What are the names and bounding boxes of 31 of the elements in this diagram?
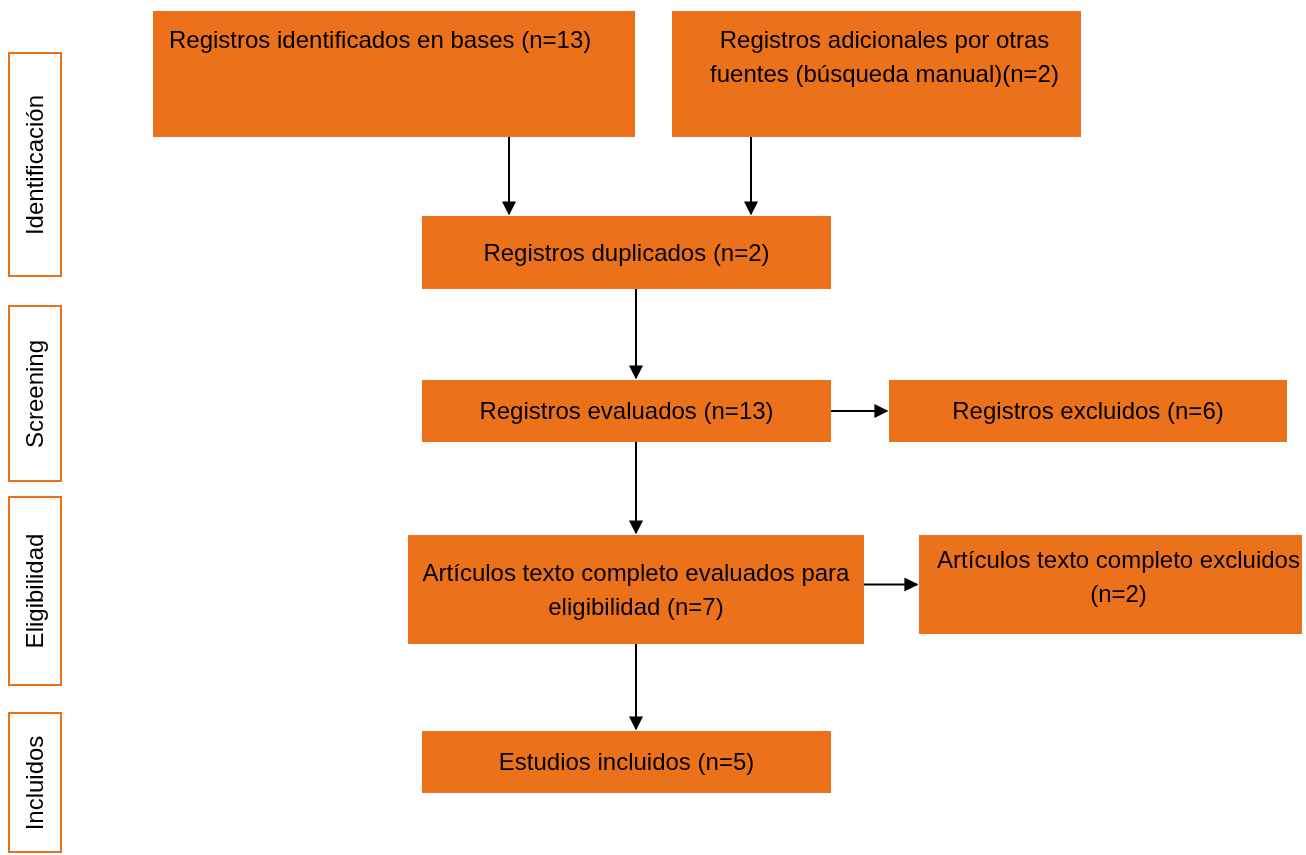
- box-text: Registros duplicados (n=2): [483, 237, 770, 268]
- stage-label-box: [8, 305, 62, 482]
- process-box: [422, 380, 831, 442]
- box-text: Artículos texto completo evaluados para eligibilidad (n=7): [421, 557, 851, 622]
- stage-label: Eligibilidad: [20, 533, 49, 649]
- arrow: [502, 136, 516, 216]
- box-text: Registros excluidos (n=6): [952, 396, 1224, 426]
- box-text: Registros adicionales por otras fuentes (búsqueda manual)(n=2): [709, 25, 1060, 89]
- arrow: [629, 288, 643, 380]
- stage-label: Screening: [20, 339, 49, 448]
- stage-label: Incluidos: [20, 735, 49, 830]
- stage-label-box: [8, 52, 62, 277]
- arrow: [830, 404, 889, 418]
- process-box: [408, 535, 864, 644]
- arrow: [744, 136, 758, 216]
- process-box: [919, 535, 1302, 634]
- process-box: [153, 11, 635, 137]
- arrow: [629, 441, 643, 535]
- box-text: Artículos texto completo excluidos (n=2): [936, 545, 1301, 609]
- stage-label: Identificación: [20, 94, 49, 235]
- process-box: [422, 731, 831, 793]
- process-box: [889, 380, 1287, 442]
- box-text: Estudios incluidos (n=5): [498, 747, 755, 777]
- box-text: Registros identificados en bases (n=13): [169, 25, 592, 55]
- box-text: Registros evaluados (n=13): [479, 396, 774, 426]
- process-box: [422, 216, 831, 289]
- arrow: [863, 577, 919, 592]
- stage-label-box: [8, 712, 62, 853]
- arrow: [629, 643, 643, 731]
- process-box: [672, 11, 1081, 137]
- stage-label-box: [8, 496, 62, 686]
